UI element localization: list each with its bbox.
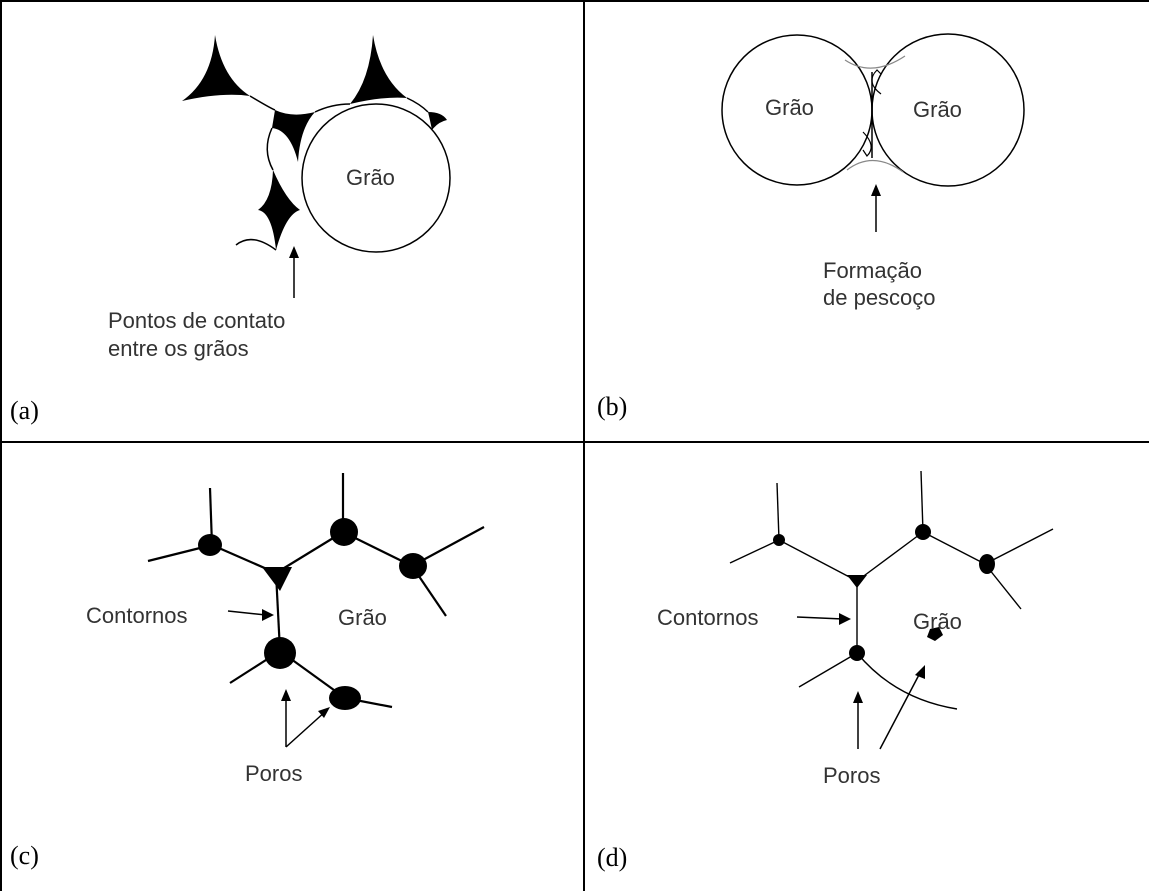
pore-a-3 xyxy=(272,110,315,162)
grain-a-label: Grão xyxy=(346,165,395,190)
panel-c-tag: (c) xyxy=(10,841,39,870)
caption-a-line1: Pontos de contato xyxy=(108,308,285,333)
pore-a-4 xyxy=(428,112,447,130)
arrow-d-contour-shaft xyxy=(796,616,844,620)
grain-b-left-label: Grão xyxy=(765,95,814,120)
pores-c xyxy=(198,518,427,710)
panel-d-drawing: Contornos Grão Poros xyxy=(657,470,1054,788)
panel-b-drawing: Grão Grão Formação de pescoço xyxy=(721,33,1025,310)
grain-b-right-label: Grão xyxy=(913,97,962,122)
boundaries-d xyxy=(729,470,1054,710)
panel-d: Contornos Grão Poros (d) xyxy=(585,443,1149,891)
neck-b-arrow-bottom xyxy=(862,131,872,157)
grid-border-left xyxy=(0,0,2,891)
pores-d-label: Poros xyxy=(823,763,880,788)
arrow-d-pore1-head xyxy=(853,691,863,703)
grid-divider-vertical xyxy=(583,0,585,891)
neck-b-bottom xyxy=(846,159,904,173)
grid-border-top xyxy=(0,0,1149,2)
grid-divider-horizontal xyxy=(0,441,1149,443)
caption-a-line2: entre os grãos xyxy=(108,336,249,361)
pore-a-2 xyxy=(350,35,407,104)
neck-b-top xyxy=(844,55,906,69)
pores-d xyxy=(773,524,995,661)
boundaries-c xyxy=(147,473,485,709)
grain-a-left-arc xyxy=(249,95,276,111)
grain-a-right-arc xyxy=(406,97,429,113)
arrow-a-head xyxy=(289,246,299,258)
panel-a-drawing: Grão Pontos de contato entre os grãos xyxy=(108,35,451,361)
panel-d-tag: (d) xyxy=(597,843,628,872)
grain-d-label: Grão xyxy=(913,609,962,634)
pore-a-5 xyxy=(258,170,300,250)
grain-a-main xyxy=(301,103,451,253)
panel-c: Contornos Grão Poros (c) xyxy=(0,443,583,891)
caption-b-line2: de pescoço xyxy=(823,285,936,310)
arrow-d-pore2-shaft xyxy=(879,670,922,750)
neck-b-arrow-top xyxy=(871,69,882,95)
panel-c-drawing: Contornos Grão Poros xyxy=(86,473,485,786)
arrow-d-contour-head xyxy=(839,613,851,625)
caption-b-line1: Formação xyxy=(823,258,922,283)
panel-b: Grão Grão Formação de pescoço (b) xyxy=(585,0,1149,441)
pore-a-1 xyxy=(182,35,250,101)
arrow-b-head xyxy=(871,184,881,196)
grain-a-upper-left-arc xyxy=(266,127,274,171)
pores-c-label: Poros xyxy=(245,761,302,786)
panel-a-tag: (a) xyxy=(10,396,39,425)
panel-b-tag: (b) xyxy=(597,392,628,421)
arrow-c-pore2-shaft xyxy=(285,710,327,748)
boundary-c-label: Contornos xyxy=(86,603,188,628)
arrow-c-contour-head xyxy=(262,609,274,621)
arrow-c-pore2-head xyxy=(318,707,330,718)
grain-a-top-arc xyxy=(314,103,351,113)
arrow-d-pore2-head xyxy=(915,665,925,679)
panel-a: Grão Pontos de contato entre os grãos (a… xyxy=(0,0,583,441)
arrow-c-pore1-head xyxy=(281,689,291,701)
boundary-d-label: Contornos xyxy=(657,605,759,630)
grain-a-lower-arc xyxy=(235,238,277,251)
grain-c-label: Grão xyxy=(338,605,387,630)
arrow-c-contour-shaft xyxy=(227,610,267,616)
